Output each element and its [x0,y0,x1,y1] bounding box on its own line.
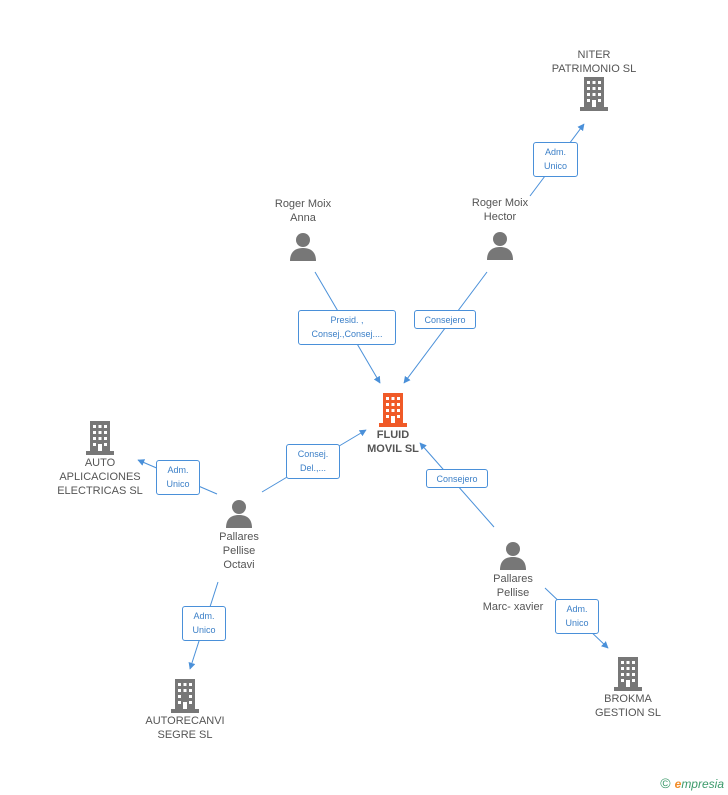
building-icon [86,421,114,455]
brand-initial: e [674,777,682,791]
person-icon [226,500,252,528]
relation-box-marc-fluid[interactable]: Consejero [426,469,488,488]
company-label: BROKMA GESTION SL [594,693,662,719]
brand-footer[interactable]: ©empresia [660,775,724,791]
building-icon [379,393,407,427]
company-label: AUTORECANVI SEGRE SL [145,715,225,741]
person-node-hector[interactable]: Roger Moix Hector [455,196,545,262]
person-node-marc[interactable]: Pallares Pellise Marc- xavier [467,540,559,614]
building-icon [171,679,199,713]
relation-box-octavi-autorecanvi[interactable]: Adm. Unico [182,606,226,641]
person-icon [500,542,526,570]
relation-box-hector-niter[interactable]: Adm. Unico [533,142,578,177]
person-node-anna[interactable]: Roger Moix Anna [258,197,348,263]
person-label: Roger Moix Hector [471,197,529,223]
person-icon [290,233,316,261]
center-company-node[interactable]: FLUID MOVIL SL [360,392,426,456]
relation-box-octavi-auto[interactable]: Adm. Unico [156,460,200,495]
building-icon [614,657,642,691]
company-node-niter[interactable]: NITER PATRIMONIO SL [544,48,644,112]
relation-box-anna-fluid[interactable]: Presid. , Consej.,Consej.... [298,310,396,345]
company-label: AUTO APLICACIONES ELECTRICAS SL [57,457,143,497]
company-node-brokma[interactable]: BROKMA GESTION SL [576,656,680,720]
person-label: Roger Moix Anna [274,198,332,224]
company-label: NITER PATRIMONIO SL [551,49,637,75]
center-company-label: FLUID MOVIL SL [367,429,419,455]
relation-box-marc-brokma[interactable]: Adm. Unico [555,599,599,634]
company-node-autorecanvi[interactable]: AUTORECANVI SEGRE SL [133,678,237,742]
brand-name: mpresia [681,777,724,791]
person-icon [487,232,513,260]
building-icon [580,77,608,111]
person-node-octavi[interactable]: Pallares Pellise Octavi [194,498,284,572]
copyright-icon: © [660,775,671,791]
relation-box-hector-fluid[interactable]: Consejero [414,310,476,329]
person-label: Pallares Pellise Octavi [219,531,259,571]
relation-box-octavi-fluid[interactable]: Consej. Del.,... [286,444,340,479]
company-node-auto-aplicaciones[interactable]: AUTO APLICACIONES ELECTRICAS SL [48,420,152,498]
person-label: Pallares Pellise Marc- xavier [482,573,544,613]
